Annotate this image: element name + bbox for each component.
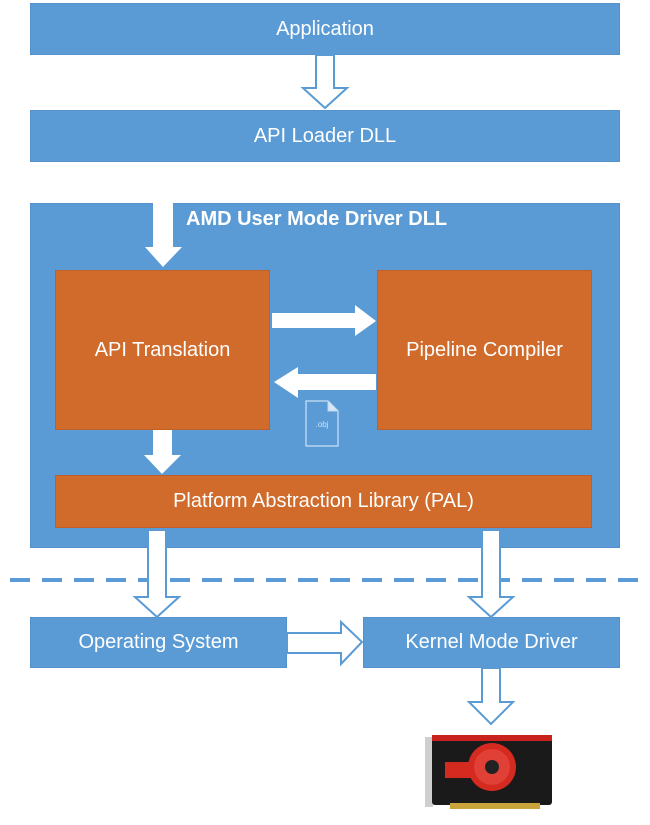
arrow-pal-to-os [132, 529, 182, 619]
operating-system-box: Operating System [30, 617, 287, 668]
api-loader-box: API Loader DLL [30, 110, 620, 162]
arrow-os-to-kmd [286, 619, 364, 667]
arrow-loader-to-umd [145, 162, 182, 267]
umd-title: AMD User Mode Driver DLL [186, 208, 448, 230]
pal-label: Platform Abstraction Library (PAL) [173, 490, 474, 512]
api-loader-label: API Loader DLL [253, 124, 397, 147]
application-label: Application [276, 17, 374, 40]
pipeline-compiler-label: Pipeline Compiler [406, 338, 563, 361]
pal-box: Platform Abstraction Library (PAL) [55, 475, 592, 528]
arrow-translation-to-pal [144, 430, 181, 474]
api-translation-label: API Translation [94, 338, 231, 361]
kernel-mode-driver-box: Kernel Mode Driver [363, 617, 620, 668]
arrow-kmd-to-gpu [466, 667, 516, 726]
arrow-app-to-loader [300, 54, 350, 110]
arrow-pal-to-kmd [466, 529, 516, 619]
obj-file-icon: .obj [305, 400, 339, 447]
operating-system-label: Operating System [78, 631, 239, 653]
arrow-compiler-to-translation [274, 367, 376, 398]
graphics-card-icon [425, 735, 552, 809]
obj-file-label: .obj [316, 420, 329, 429]
arrow-translation-to-compiler [272, 305, 376, 336]
pipeline-compiler-box: Pipeline Compiler [377, 270, 592, 430]
application-box: Application [30, 3, 620, 55]
api-translation-box: API Translation [55, 270, 270, 430]
kernel-mode-driver-label: Kernel Mode Driver [405, 631, 578, 653]
